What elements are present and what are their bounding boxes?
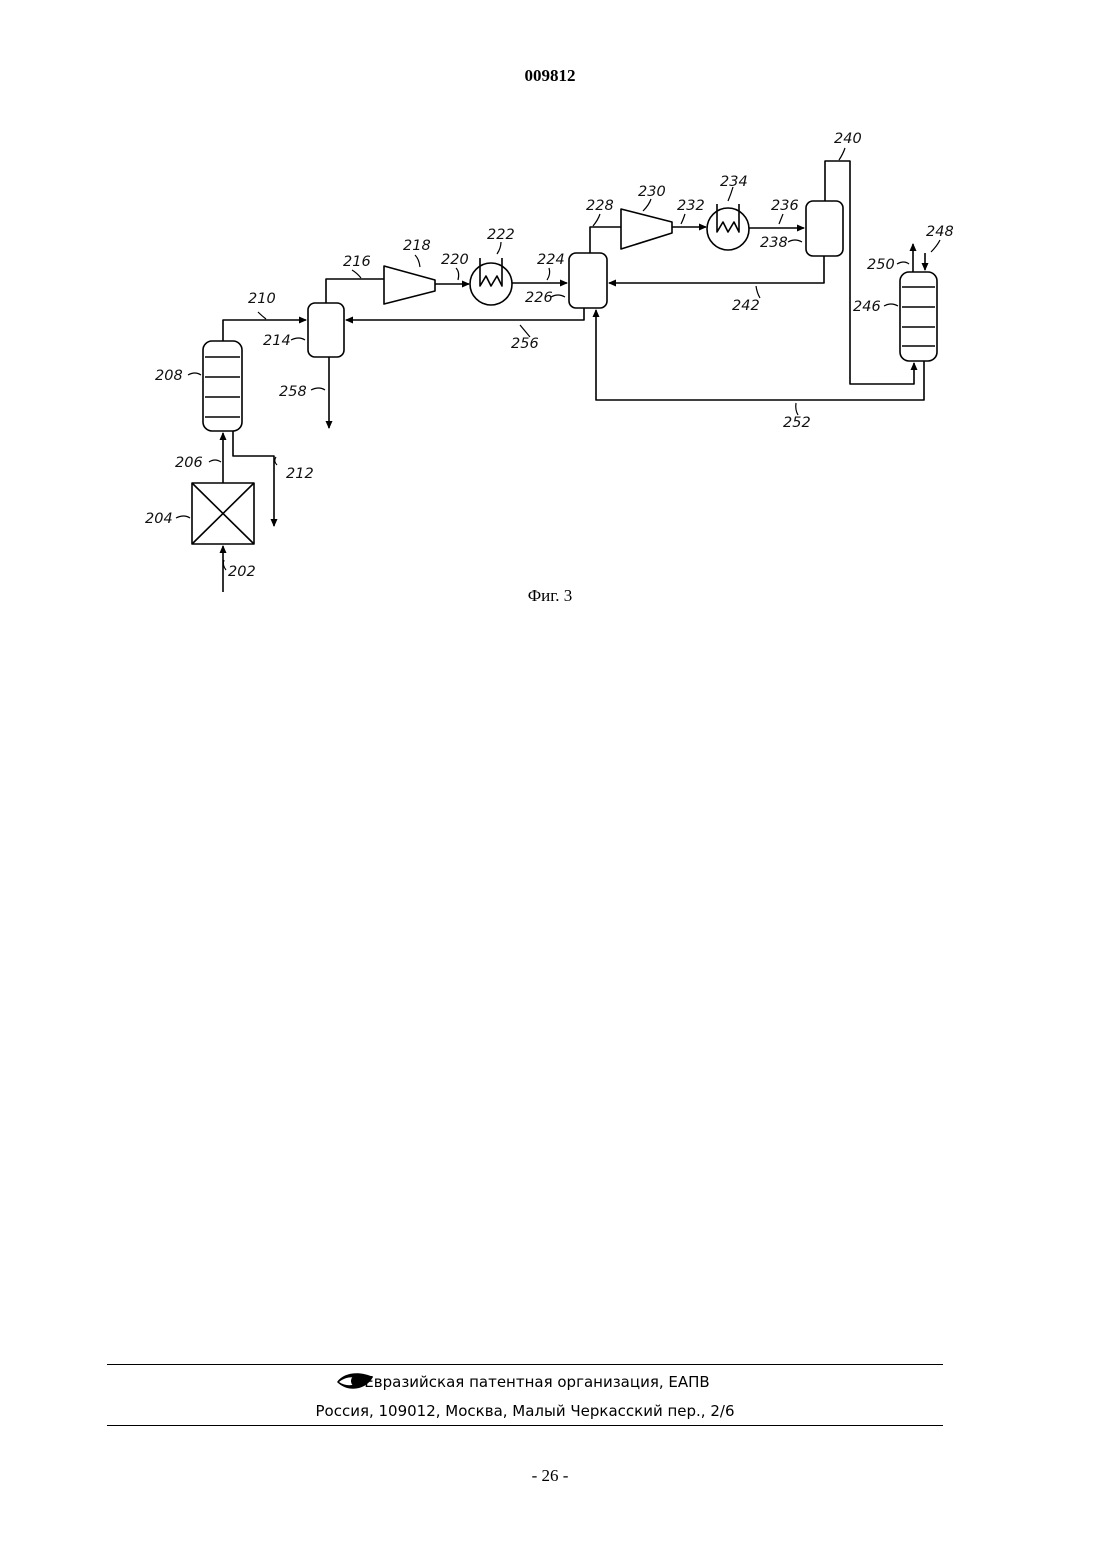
label-224: 224: [537, 252, 565, 268]
label-236: 236: [771, 198, 799, 214]
figure-caption: Фиг. 3: [0, 586, 1100, 606]
cooler-222: [470, 263, 512, 305]
label-242: 242: [732, 298, 760, 314]
label-202: 202: [228, 564, 256, 580]
footer-top-rule: [107, 1364, 943, 1365]
label-258: 258: [279, 384, 307, 400]
label-238: 238: [760, 235, 788, 251]
stream-242: [609, 256, 824, 283]
label-218: 218: [403, 238, 431, 254]
compressor-230: [621, 209, 672, 249]
compressor-218: [384, 266, 435, 304]
label-256: 256: [511, 336, 539, 352]
label-204: 204: [145, 511, 173, 527]
process-flow-diagram: 202 204 206 208 210 212 214 216 218 220 …: [0, 0, 1100, 640]
label-206: 206: [175, 455, 203, 471]
label-226: 226: [525, 290, 553, 306]
label-250: 250: [867, 257, 895, 273]
label-240: 240: [834, 131, 862, 147]
column-246: [900, 272, 937, 361]
label-212: 212: [286, 466, 314, 482]
label-214: 214: [263, 333, 291, 349]
stream-228: [590, 227, 621, 253]
stream-216: [326, 279, 384, 303]
label-234: 234: [720, 174, 748, 190]
footer-bottom-rule: [107, 1425, 943, 1426]
stream-256: [346, 308, 584, 320]
separator-214: [308, 303, 344, 357]
label-220: 220: [441, 252, 469, 268]
label-228: 228: [586, 198, 614, 214]
separator-238: [806, 201, 843, 256]
stream-252: [596, 310, 924, 400]
label-252: 252: [783, 415, 811, 431]
label-222: 222: [487, 227, 515, 243]
page-number: - 26 -: [0, 1466, 1100, 1486]
label-216: 216: [343, 254, 371, 270]
label-232: 232: [677, 198, 705, 214]
label-208: 208: [155, 368, 183, 384]
label-248: 248: [926, 224, 954, 240]
cooler-234: [707, 208, 749, 250]
label-210: 210: [248, 291, 276, 307]
footer-address: Россия, 109012, Москва, Малый Черкасский…: [107, 1402, 943, 1420]
footer-org-name: Евразийская патентная организация, ЕАПВ: [107, 1373, 943, 1391]
label-246: 246: [853, 299, 881, 315]
separator-226: [569, 253, 607, 308]
label-230: 230: [638, 184, 666, 200]
